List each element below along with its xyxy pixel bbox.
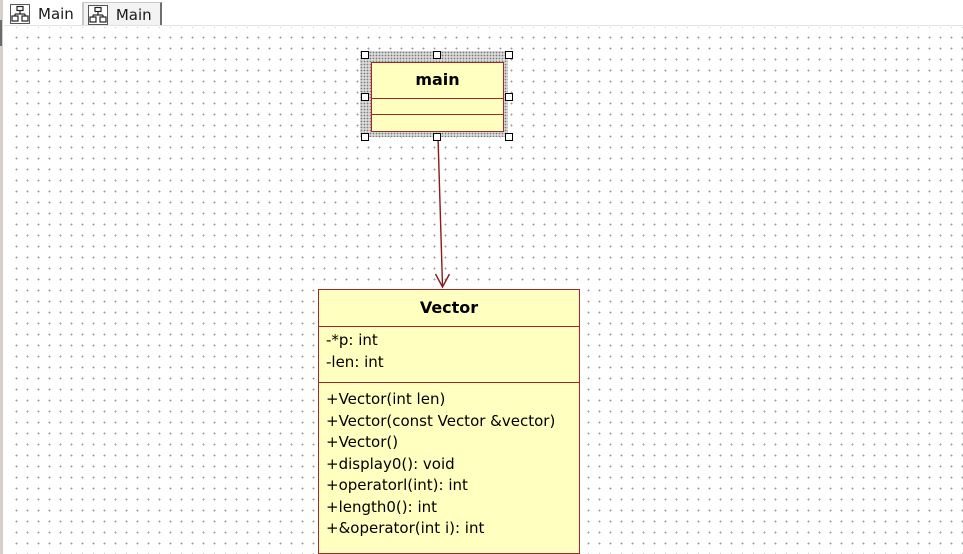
class-box-vector[interactable]: Vector -*p: int -len: int +Vector(int le… xyxy=(318,289,580,554)
resize-handle-n[interactable] xyxy=(433,51,441,59)
resize-handle-sw[interactable] xyxy=(361,133,369,141)
tab-label: Main xyxy=(115,5,152,24)
operation-line[interactable]: +display0(): void xyxy=(326,454,455,473)
resize-handle-nw[interactable] xyxy=(361,51,369,59)
connector-layer xyxy=(434,136,451,289)
tab-label: Main xyxy=(38,5,74,23)
operations-compartment: +Vector(int len) +Vector(const Vector &v… xyxy=(319,383,579,540)
dependency-connector[interactable] xyxy=(437,136,444,287)
class-name: main xyxy=(372,63,503,99)
class-box-main[interactable]: main xyxy=(371,62,504,132)
class-name: Vector xyxy=(319,290,579,327)
attributes-compartment: -*p: int -len: int xyxy=(319,327,579,383)
resize-handle-e[interactable] xyxy=(505,93,513,101)
operation-line[interactable]: +Vector(int len) xyxy=(326,390,446,408)
operation-line[interactable]: +&operator(int i): int xyxy=(326,519,485,537)
class-diagram-icon xyxy=(87,4,108,25)
class-diagram-icon xyxy=(10,4,30,24)
operation-line[interactable]: +Vector() xyxy=(326,433,399,451)
operation-line[interactable]: +length0(): int xyxy=(326,497,438,516)
resize-handle-se[interactable] xyxy=(505,133,513,141)
operation-line[interactable]: +operatorl(int): int xyxy=(326,476,468,494)
attribute-line[interactable]: -*p: int xyxy=(326,331,378,349)
tab-main-2[interactable]: Main xyxy=(82,2,162,26)
resize-handle-w[interactable] xyxy=(361,93,369,101)
attributes-compartment xyxy=(372,99,503,115)
resize-handle-ne[interactable] xyxy=(505,51,513,59)
attribute-line[interactable]: -len: int xyxy=(326,352,384,371)
diagram-tab-bar: Main Main xyxy=(6,0,162,26)
operation-line[interactable]: +Vector(const Vector &vector) xyxy=(326,411,556,430)
resize-handle-s[interactable] xyxy=(433,133,441,141)
diagram-canvas[interactable]: main Vector -*p: int -len: int +Vector(i… xyxy=(8,27,963,554)
left-window-edge xyxy=(0,0,3,554)
arrowhead-icon xyxy=(434,273,451,289)
tab-main-1[interactable]: Main xyxy=(6,2,83,26)
panel-splitter[interactable] xyxy=(0,20,2,46)
operations-compartment xyxy=(372,115,503,130)
tab-bar-divider xyxy=(4,25,963,26)
